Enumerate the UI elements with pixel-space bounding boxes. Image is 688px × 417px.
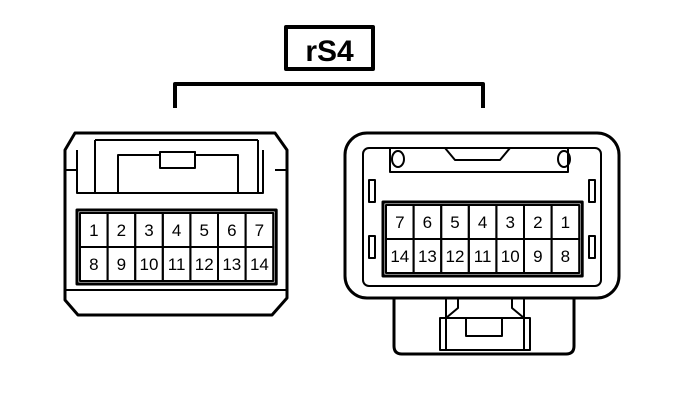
connector-code-text: rS4 bbox=[305, 35, 354, 68]
right-connector-latch-tab bbox=[465, 317, 503, 337]
right-connector-body bbox=[343, 131, 621, 300]
left-connector-body bbox=[63, 131, 289, 317]
left-connector-latch bbox=[117, 151, 239, 193]
connector-code-label: rS4 bbox=[284, 25, 375, 71]
left-pin-number: 10 bbox=[140, 255, 159, 274]
right-connector-latch-arms bbox=[445, 298, 525, 319]
right-pin-number: 1 bbox=[561, 213, 570, 232]
label-bracket bbox=[173, 82, 485, 108]
left-pin-grid-frame bbox=[75, 208, 278, 286]
right-pin-number: 7 bbox=[395, 213, 404, 232]
left-pin-number: 6 bbox=[227, 221, 236, 240]
right-connector-key bbox=[444, 147, 511, 161]
left-pin-number: 2 bbox=[117, 221, 126, 240]
left-pin-number: 3 bbox=[144, 221, 153, 240]
right-connector-top-rail bbox=[389, 148, 569, 173]
left-pin-number: 11 bbox=[168, 255, 186, 274]
right-pin-number: 14 bbox=[390, 247, 409, 266]
left-pin-number: 13 bbox=[222, 255, 241, 274]
left-pin-number: 1 bbox=[89, 221, 98, 240]
right-pin-number: 9 bbox=[533, 247, 542, 266]
right-connector-latch-walls bbox=[445, 298, 525, 350]
left-pin-number: 7 bbox=[255, 221, 264, 240]
left-connector-inner-frame bbox=[76, 150, 264, 194]
left-pin-number: 4 bbox=[172, 221, 181, 240]
right-connector-bottom-latch bbox=[392, 298, 576, 356]
right-connector-side-slot bbox=[588, 179, 596, 203]
right-pin-number: 6 bbox=[423, 213, 432, 232]
left-pin-cavity bbox=[244, 246, 275, 282]
right-connector-side-slot bbox=[368, 179, 376, 203]
right-connector-guide-hole-left bbox=[391, 150, 405, 168]
right-pin-number: 5 bbox=[450, 213, 459, 232]
right-pin-cavity bbox=[550, 238, 581, 274]
left-pin-number: 9 bbox=[117, 255, 126, 274]
right-pin-number: 2 bbox=[533, 213, 542, 232]
right-pin-number: 3 bbox=[505, 213, 514, 232]
right-connector-side-slot bbox=[368, 235, 376, 259]
right-pin-number: 11 bbox=[474, 247, 492, 266]
right-connector-latch-housing bbox=[439, 317, 531, 351]
right-pin-grid-frame bbox=[381, 200, 584, 278]
right-pin-number: 4 bbox=[478, 213, 487, 232]
left-pin-number: 12 bbox=[195, 255, 214, 274]
right-connector-side-slot bbox=[588, 235, 596, 259]
right-pin-number: 8 bbox=[561, 247, 570, 266]
right-connector-guide-hole-right bbox=[557, 150, 571, 168]
label-box bbox=[284, 25, 375, 71]
right-pin-number: 10 bbox=[501, 247, 520, 266]
left-pin-number: 14 bbox=[250, 255, 269, 274]
right-pin-number: 13 bbox=[418, 247, 437, 266]
right-connector-inner-frame bbox=[362, 147, 602, 287]
right-pin-number: 12 bbox=[446, 247, 465, 266]
left-pin-number: 8 bbox=[89, 255, 98, 274]
left-connector-lock-outline bbox=[94, 139, 259, 193]
left-connector-latch-tab bbox=[159, 151, 196, 169]
left-pin-number: 5 bbox=[199, 221, 208, 240]
